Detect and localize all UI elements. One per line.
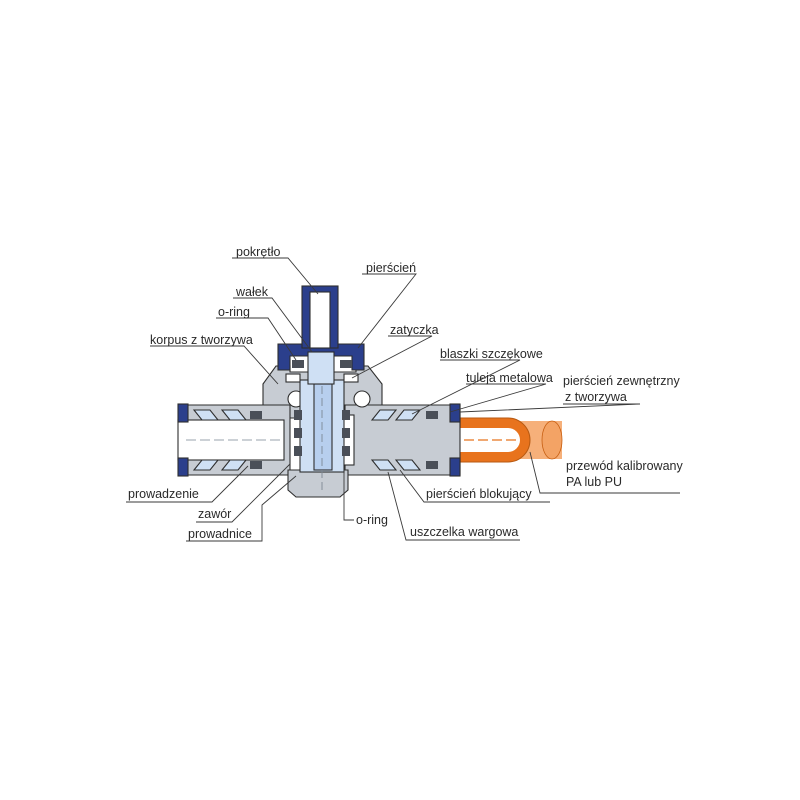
label-prowadnice: prowadnice: [188, 527, 252, 541]
label-o-ring-top: o-ring: [218, 305, 250, 319]
valve-spindle: [294, 379, 350, 494]
left-jaw-bottom-2: [220, 459, 248, 471]
right-seal-bottom: [426, 461, 438, 469]
valve-seal-4: [342, 410, 350, 420]
label-o-ring-bottom: o-ring: [356, 513, 388, 527]
body-lower-boss: [287, 469, 349, 498]
label-pierscien-zewnetrzny-line1: pierścień zewnętrzny: [563, 374, 680, 388]
top-o-ring-left: [292, 360, 304, 368]
valve-seal-1: [294, 410, 302, 420]
label-pierscien-zewnetrzny-line2: z tworzywa: [565, 390, 627, 404]
left-cap-bottom: [177, 457, 189, 477]
label-pierscien: pierścień: [366, 261, 416, 275]
top-o-ring-right: [340, 360, 352, 368]
label-uszczelka: uszczelka wargowa: [410, 525, 518, 539]
navy-cap: [277, 343, 365, 371]
shaft-top: [307, 351, 335, 385]
leader-o-ring-top: [216, 317, 297, 361]
valve-seal-3: [294, 446, 302, 456]
spindle-shaft: [313, 383, 333, 471]
label-prowadzenie: prowadzenie: [128, 487, 199, 501]
knob-stem-slot: [309, 291, 331, 349]
right-jaw-bottom-1: [370, 459, 398, 471]
label-korpus: korpus z tworzywa: [150, 333, 253, 347]
label-tuleja: tuleja metalowa: [466, 371, 553, 385]
left-jaw-top-2: [220, 409, 248, 421]
label-walek: wałek: [235, 285, 269, 299]
label-przewod-line2: PA lub PU: [566, 475, 622, 489]
leader-walek: [233, 297, 313, 353]
plug-right: [343, 373, 359, 383]
leader-pokretlo: [232, 257, 319, 295]
valve-seal-2: [294, 428, 302, 438]
right-cap-top: [449, 403, 461, 423]
label-przewod-line1: przewód kalibrowany: [566, 459, 683, 473]
label-blaszki: blaszki szczękowe: [440, 347, 543, 361]
labels: pokrętło pierścień wałek o-ring zatyczka…: [128, 245, 683, 541]
left-cap-top: [177, 403, 189, 423]
leader-pierscien-blokujacy: [399, 469, 550, 503]
left-port: [177, 403, 285, 477]
left-jaw-bottom-1: [192, 459, 220, 471]
left-seal-top: [250, 411, 262, 419]
leader-przewod: [529, 451, 680, 494]
leader-prowadnice: [186, 475, 297, 542]
leader-prowadzenie: [126, 465, 249, 503]
leader-pierscien: [357, 273, 417, 349]
right-jaw-bottom-2: [394, 459, 422, 471]
leader-zatyczka: [351, 335, 433, 379]
leader-korpus: [150, 345, 279, 385]
label-pokretlo: pokrętło: [236, 245, 281, 259]
leader-lines: [126, 257, 680, 542]
leader-pierscien-zewn: [459, 403, 641, 413]
valve-seal-6: [342, 446, 350, 456]
body-hole-right: [353, 390, 371, 408]
label-pierscien-blokujacy: pierścień blokujący: [426, 487, 532, 501]
label-zatyczka: zatyczka: [390, 323, 439, 337]
hose-end-face: [541, 420, 563, 460]
leader-uszczelka: [387, 471, 520, 541]
right-cap-bottom: [449, 457, 461, 477]
label-zawor: zawór: [198, 507, 231, 521]
left-jaw-top-1: [192, 409, 220, 421]
leader-o-ring-bottom: [343, 466, 354, 521]
right-port: [341, 403, 461, 477]
plug-left: [285, 373, 301, 383]
leader-blaszki: [411, 359, 521, 415]
valve-seal-5: [342, 428, 350, 438]
leader-tuleja: [449, 383, 547, 413]
knob-assembly: [277, 285, 365, 385]
left-seal-bottom: [250, 461, 262, 469]
leader-zawor: [196, 463, 291, 523]
right-seal-top: [426, 411, 438, 419]
right-jaw-top-1: [370, 409, 398, 421]
